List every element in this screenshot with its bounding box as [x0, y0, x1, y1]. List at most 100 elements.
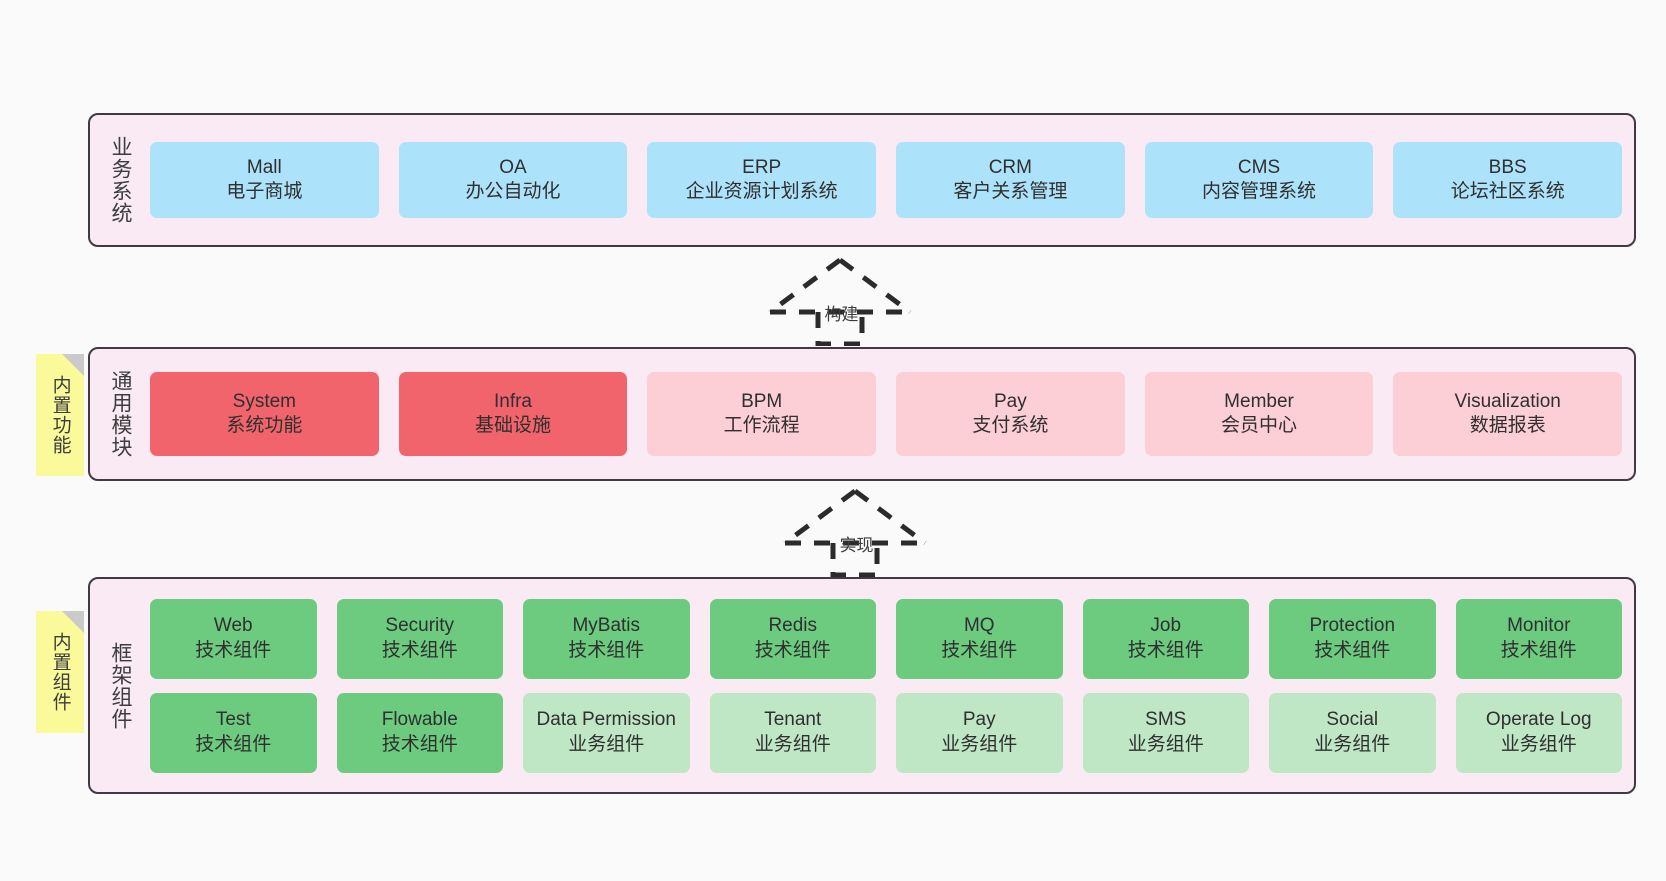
layer-business-system: 业务系统 Mall 电子商城 OA 办公自动化 ERP 企业资源计划系统 CRM…	[88, 113, 1636, 247]
node-web-en: Web	[213, 615, 253, 637]
node-monitor-cn: 技术组件	[1500, 639, 1577, 661]
arrow-build: 构建	[760, 256, 920, 346]
layer-common-title: 通用模块	[109, 370, 133, 458]
node-web-cn: 技术组件	[195, 639, 272, 661]
node-security[interactable]: Security 技术组件	[336, 598, 503, 679]
node-mybatis[interactable]: MyBatis 技术组件	[523, 598, 690, 679]
node-bpm[interactable]: BPM 工作流程	[647, 372, 877, 456]
node-sms-en: SMS	[1145, 709, 1187, 731]
node-crm-cn: 客户关系管理	[953, 181, 1068, 202]
note-builtin-component: 内置组件	[36, 611, 84, 733]
node-mq-en: MQ	[963, 615, 995, 637]
common-row: System 系统功能 Infra 基础设施 BPM 工作流程 Pay 支付系统…	[150, 372, 1623, 456]
node-tenant[interactable]: Tenant 业务组件	[709, 692, 876, 773]
node-mybatis-en: MyBatis	[572, 615, 641, 637]
node-pay-module-en: Pay	[993, 390, 1027, 412]
node-web[interactable]: Web 技术组件	[150, 598, 317, 679]
node-infra-cn: 基础设施	[475, 415, 552, 436]
node-pay-module[interactable]: Pay 支付系统	[896, 372, 1125, 456]
note-fold-icon	[62, 354, 84, 376]
node-test-cn: 技术组件	[195, 733, 272, 755]
layer-framework-body: Web 技术组件 Security 技术组件 MyBatis 技术组件 Redi…	[138, 589, 1622, 782]
node-infra[interactable]: Infra 基础设施	[398, 372, 628, 456]
node-social[interactable]: Social 业务组件	[1269, 692, 1436, 773]
node-flowable-cn: 技术组件	[381, 733, 458, 755]
node-redis-en: Redis	[768, 615, 818, 637]
node-security-cn: 技术组件	[381, 639, 458, 661]
node-bbs-en: BBS	[1488, 156, 1527, 178]
node-data-permission[interactable]: Data Permission 业务组件	[523, 692, 690, 773]
node-oa-en: OA	[499, 156, 527, 178]
node-social-cn: 业务组件	[1314, 733, 1391, 755]
node-oa[interactable]: OA 办公自动化	[398, 142, 628, 218]
node-mybatis-cn: 技术组件	[568, 639, 645, 661]
node-infra-en: Infra	[493, 390, 533, 412]
node-job-cn: 技术组件	[1127, 639, 1204, 661]
node-oa-cn: 办公自动化	[465, 181, 561, 202]
node-protection[interactable]: Protection 技术组件	[1269, 598, 1436, 679]
node-redis-cn: 技术组件	[754, 639, 831, 661]
arrow-build-label: 构建	[824, 305, 859, 324]
node-social-en: Social	[1326, 709, 1379, 731]
node-job[interactable]: Job 技术组件	[1082, 598, 1249, 679]
node-pay-component[interactable]: Pay 业务组件	[896, 692, 1063, 773]
node-crm-en: CRM	[988, 156, 1032, 178]
node-system-en: System	[232, 390, 297, 412]
node-protection-en: Protection	[1309, 615, 1396, 637]
node-bbs-cn: 论坛社区系统	[1450, 181, 1565, 202]
layer-business-body: Mall 电子商城 OA 办公自动化 ERP 企业资源计划系统 CRM 客户关系…	[138, 125, 1623, 235]
node-flowable-en: Flowable	[381, 709, 458, 731]
node-erp-cn: 企业资源计划系统	[685, 181, 838, 202]
node-mq[interactable]: MQ 技术组件	[896, 598, 1063, 679]
node-cms[interactable]: CMS 内容管理系统	[1144, 142, 1374, 218]
layer-framework-component: 框架组件 Web 技术组件 Security 技术组件 MyBatis 技术组件…	[88, 577, 1636, 794]
node-pay-component-cn: 业务组件	[941, 733, 1018, 755]
node-pay-module-cn: 支付系统	[972, 415, 1049, 436]
node-protection-cn: 技术组件	[1314, 639, 1391, 661]
note-builtin-function-label: 内置功能	[49, 375, 71, 455]
node-bbs[interactable]: BBS 论坛社区系统	[1393, 142, 1623, 218]
node-bpm-cn: 工作流程	[723, 415, 800, 436]
node-visualization-en: Visualization	[1454, 390, 1561, 412]
node-bpm-en: BPM	[741, 390, 783, 412]
node-sms[interactable]: SMS 业务组件	[1082, 692, 1249, 773]
node-security-en: Security	[385, 615, 455, 637]
layer-business-title: 业务系统	[109, 136, 133, 224]
node-visualization-cn: 数据报表	[1469, 415, 1546, 436]
business-row: Mall 电子商城 OA 办公自动化 ERP 企业资源计划系统 CRM 客户关系…	[150, 142, 1623, 218]
node-tenant-en: Tenant	[764, 709, 822, 731]
node-data-permission-cn: 业务组件	[568, 733, 645, 755]
arrow-implement-label: 实现	[839, 536, 874, 555]
node-monitor-en: Monitor	[1507, 615, 1571, 637]
node-system[interactable]: System 系统功能	[150, 372, 379, 456]
node-monitor[interactable]: Monitor 技术组件	[1455, 598, 1622, 679]
node-operate-log[interactable]: Operate Log 业务组件	[1455, 692, 1622, 773]
note-builtin-function: 内置功能	[36, 354, 84, 476]
note-fold-icon	[62, 611, 84, 633]
node-cms-cn: 内容管理系统	[1202, 181, 1317, 202]
node-member-cn: 会员中心	[1221, 415, 1298, 436]
node-redis[interactable]: Redis 技术组件	[709, 598, 876, 679]
node-crm[interactable]: CRM 客户关系管理	[896, 142, 1125, 218]
arrow-implement: 实现	[775, 487, 935, 577]
node-system-cn: 系统功能	[226, 415, 303, 436]
node-member-en: Member	[1224, 390, 1294, 412]
node-sms-cn: 业务组件	[1127, 733, 1204, 755]
node-visualization[interactable]: Visualization 数据报表	[1393, 372, 1623, 456]
node-flowable[interactable]: Flowable 技术组件	[336, 692, 503, 773]
node-mq-cn: 技术组件	[941, 639, 1018, 661]
node-test-en: Test	[215, 709, 251, 731]
node-mall-en: Mall	[246, 156, 282, 178]
node-pay-component-en: Pay	[962, 709, 996, 731]
node-cms-en: CMS	[1237, 156, 1281, 178]
node-member[interactable]: Member 会员中心	[1144, 372, 1374, 456]
node-test[interactable]: Test 技术组件	[150, 692, 317, 773]
node-data-permission-en: Data Permission	[536, 709, 676, 731]
framework-row-business: Test 技术组件 Flowable 技术组件 Data Permission …	[150, 692, 1622, 773]
node-mall[interactable]: Mall 电子商城	[150, 142, 379, 218]
framework-row-tech: Web 技术组件 Security 技术组件 MyBatis 技术组件 Redi…	[150, 598, 1622, 679]
node-erp[interactable]: ERP 企业资源计划系统	[647, 142, 877, 218]
layer-framework-title: 框架组件	[109, 641, 133, 730]
node-tenant-cn: 业务组件	[754, 733, 831, 755]
